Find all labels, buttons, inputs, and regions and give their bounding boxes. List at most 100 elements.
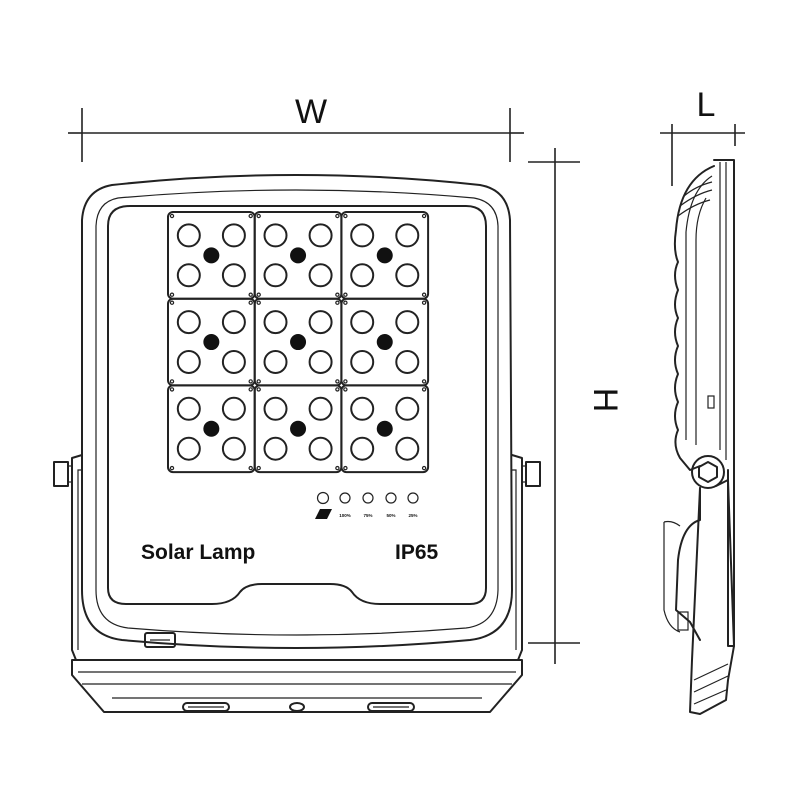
module-screw (256, 387, 261, 392)
led-center-dot (203, 247, 220, 264)
heatsink-inner-line-2 (695, 197, 707, 445)
led-lens (221, 436, 246, 461)
led-lens (263, 263, 288, 288)
indicator-led-25 (407, 492, 419, 504)
bracket-left-arm (71, 454, 83, 661)
module-screw (343, 292, 348, 297)
indicator-led-50 (385, 492, 397, 504)
module-screw (343, 213, 348, 219)
led-lens (221, 310, 246, 335)
led-lens (308, 436, 333, 461)
indicator-label-75: 75% (363, 513, 372, 518)
led-lens (221, 349, 246, 374)
led-center-dot (376, 247, 393, 264)
module-screw (335, 387, 340, 392)
module-screw (256, 292, 261, 297)
side-bracket-arm (689, 479, 735, 715)
side-gland (677, 611, 689, 631)
module-screw (169, 465, 175, 471)
module-screw (335, 465, 340, 471)
led-lens (176, 223, 201, 248)
indicator-led-75 (362, 492, 374, 504)
led-lens (308, 349, 333, 374)
led-center-dot (290, 420, 307, 437)
width-label: W (295, 93, 327, 131)
led-lens (395, 310, 420, 335)
led-lens (350, 223, 375, 248)
led-lens (263, 436, 288, 461)
led-lens (350, 436, 375, 461)
led-lens (395, 436, 420, 461)
battery-indicator: 100% 75% 50% 25% (315, 491, 419, 519)
pivot-bolt-outer (691, 455, 725, 489)
led-lens (221, 396, 246, 421)
product-label: Solar Lamp (141, 541, 255, 564)
led-lens (176, 349, 201, 374)
module-screw (421, 465, 427, 471)
base-bracket (71, 659, 523, 713)
mount-hole-center (289, 702, 305, 712)
led-lens (350, 310, 375, 335)
led-center-dot (203, 334, 220, 351)
pivot-knob-left (53, 461, 69, 487)
bracket-right-arm (511, 454, 523, 661)
pivot-knob-right (525, 461, 541, 487)
led-lens (395, 396, 420, 421)
led-center-dot (376, 334, 393, 351)
module-screw (248, 387, 253, 392)
height-label: H (586, 388, 624, 413)
cable-profile (663, 522, 681, 633)
dimension-width: W (68, 93, 524, 162)
led-lens (350, 396, 375, 421)
led-center-dot (290, 247, 307, 264)
module-screw (343, 379, 348, 384)
led-lens (350, 263, 375, 288)
led-lens (263, 349, 288, 374)
module-screw (169, 379, 175, 384)
indicator-label-100: 100% (339, 513, 351, 518)
indicator-label-25: 25% (408, 513, 417, 518)
module-screw (421, 387, 427, 392)
side-clip (707, 395, 715, 409)
pivot-bolt-hex-icon (698, 461, 718, 483)
module-screw (169, 213, 175, 219)
housing-outline (81, 174, 513, 649)
module-screw (256, 465, 261, 471)
led-lens (176, 436, 201, 461)
led-lens (308, 310, 333, 335)
led-lens (176, 310, 201, 335)
indicator-led-100 (339, 492, 351, 504)
module-screw (335, 300, 340, 305)
bracket-left-inner (77, 469, 82, 650)
module-screw (248, 379, 253, 384)
module-screw (248, 465, 253, 471)
module-screw (335, 379, 340, 384)
module-screw (256, 213, 261, 219)
module-screw (248, 213, 253, 219)
module-screw (256, 300, 261, 305)
led-lens (263, 223, 288, 248)
glass-panel (107, 205, 487, 605)
module-screw (343, 465, 348, 471)
rating-label: IP65 (395, 541, 439, 564)
led-center-dot (290, 334, 307, 351)
module-screw (335, 213, 340, 219)
bezel-line (95, 189, 499, 636)
module-screw (248, 300, 253, 305)
led-lens (263, 396, 288, 421)
module-screw (248, 292, 253, 297)
module-screw (421, 213, 427, 219)
led-lens (395, 349, 420, 374)
led-module-grid (167, 211, 430, 474)
module-screw (421, 300, 427, 305)
led-lens (395, 223, 420, 248)
led-lens (395, 263, 420, 288)
heatsink-inner-line (685, 175, 713, 440)
module-screw (343, 387, 348, 392)
led-lens (176, 263, 201, 288)
solar-logo-icon (315, 509, 332, 519)
indicator-main-led (316, 491, 330, 505)
dimension-height: H (528, 148, 624, 664)
